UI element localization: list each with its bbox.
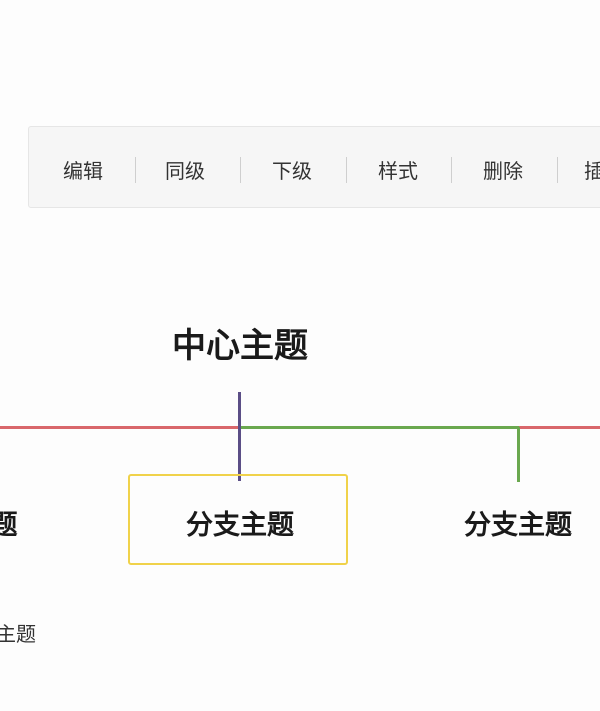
toolbar-style-button[interactable]: 样式 [378,159,418,183]
branch-topic-partial[interactable]: 题 [0,510,18,541]
connector-left [0,426,240,429]
subtopic-partial[interactable]: 主题 [0,622,36,646]
toolbar-delete-button[interactable]: 删除 [483,159,523,183]
connector-branch-vertical [517,427,520,482]
connector-right [519,426,600,429]
connector-center-vertical [238,392,241,481]
toolbar-child-button[interactable]: 下级 [272,159,312,183]
toolbar-divider [240,157,241,183]
branch-topic[interactable]: 分支主题 [464,510,572,541]
toolbar-divider [451,157,452,183]
toolbar: 编辑 同级 下级 样式 删除 插 [28,126,600,208]
center-topic[interactable]: 中心主题 [172,326,308,366]
selected-branch-box[interactable] [128,474,348,565]
toolbar-edit-button[interactable]: 编辑 [63,159,103,183]
toolbar-divider [346,157,347,183]
toolbar-divider [557,157,558,183]
toolbar-divider [135,157,136,183]
toolbar-sibling-button[interactable]: 同级 [165,159,205,183]
connector-middle [240,426,519,429]
branch-topic-selected[interactable]: 分支主题 [186,510,294,541]
toolbar-insert-button[interactable]: 插 [584,159,600,183]
